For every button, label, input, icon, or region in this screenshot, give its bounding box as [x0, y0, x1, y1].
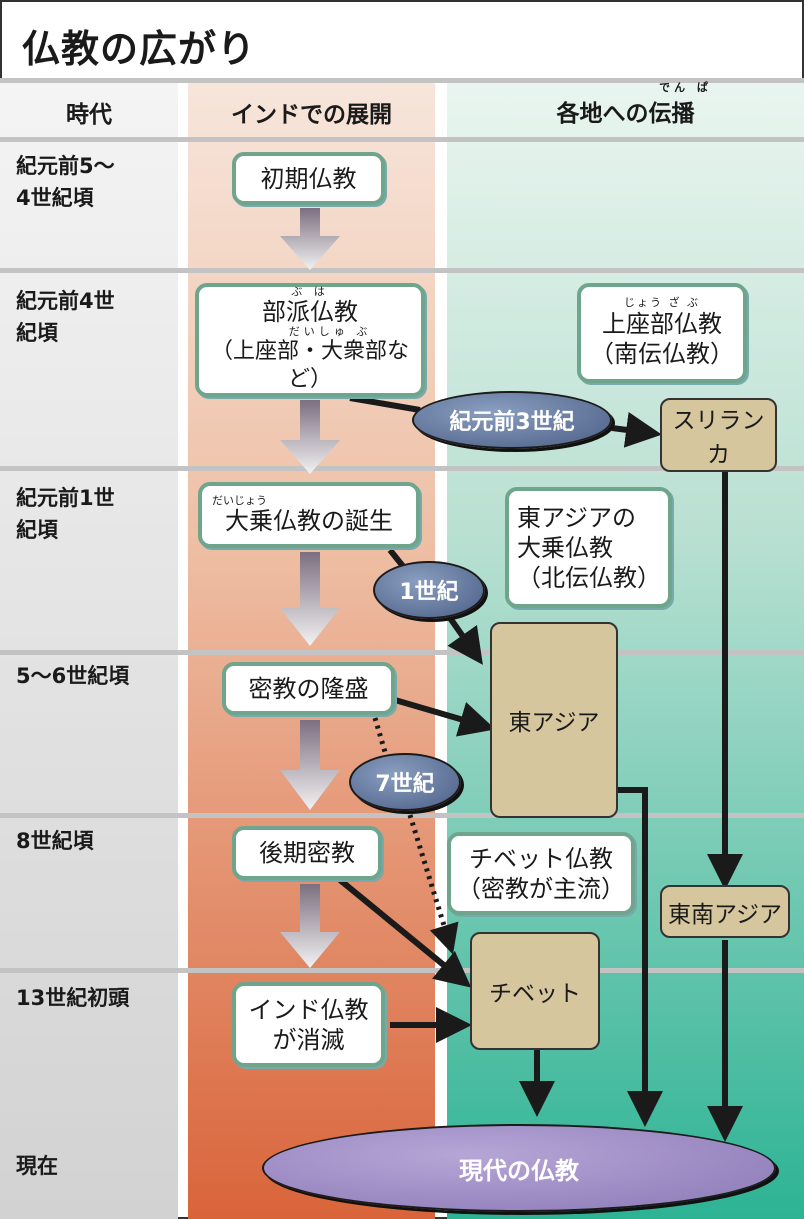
down-arrow — [280, 884, 340, 968]
header-spread-ruby: でん ぱ — [659, 81, 712, 94]
row-divider — [0, 968, 804, 973]
row-divider — [0, 650, 804, 655]
era-c1: 1世紀 — [373, 561, 485, 619]
place-east-asia: 東アジア — [490, 622, 618, 818]
period-label: 紀元前4世 紀頃 — [16, 289, 115, 345]
node-label: 大乗仏教の誕生 — [225, 507, 393, 535]
period-label: 紀元前5～ 4世紀頃 — [16, 154, 115, 210]
down-arrow — [280, 400, 340, 474]
node-early-buddhism: 初期仏教 — [232, 152, 385, 205]
arrow-eastasia-modern — [618, 787, 663, 1127]
node-mahayana: だいじょう 大乗仏教の誕生 — [198, 482, 420, 548]
ruby: ぶ は — [291, 285, 329, 298]
arrow-late-to-tibet — [338, 877, 472, 988]
place-southeast-asia: 東南アジア — [660, 885, 790, 938]
place-srilanka: スリランカ — [660, 398, 777, 472]
node-late-esoteric: 後期密教 — [232, 826, 382, 880]
down-arrow — [280, 552, 340, 646]
node-theravada: じょう ざ ぶ 上座部仏教 （南伝仏教） — [577, 283, 747, 383]
place-tibet: チベット — [470, 932, 600, 1050]
down-arrow — [280, 720, 340, 810]
era-c7: 7世紀 — [349, 753, 461, 811]
period-label: 13世紀初頭 — [16, 986, 130, 1010]
row-divider — [0, 466, 804, 471]
arrow-to-srilanka — [349, 395, 650, 433]
node-label: 初期仏教 — [260, 164, 357, 193]
arrow-esoteric-east-asia — [394, 697, 496, 737]
node-tibetan-buddhism: チベット仏教 （密教が主流） — [447, 832, 635, 915]
node-label: 東アジアの 大乗仏教 （北伝仏教） — [517, 503, 661, 592]
header-india: インドでの展開 — [231, 102, 392, 128]
node-esoteric: 密教の隆盛 — [222, 662, 395, 715]
ruby: だいじょう — [212, 494, 267, 507]
node-label: インド仏教 が消滅 — [248, 995, 369, 1054]
down-arrows — [280, 208, 340, 968]
node-sublabel: （上座部・大衆部など） — [210, 339, 409, 392]
node-label: 後期密教 — [259, 839, 355, 867]
dotted-arrow-tibet — [372, 717, 450, 945]
ruby: だいしゅ ぶ — [288, 325, 372, 338]
ruby: じょう ざ ぶ — [624, 296, 700, 309]
modern-buddhism: 現代の仏教 — [262, 1124, 776, 1212]
row-divider — [0, 137, 804, 142]
node-extinct: インド仏教 が消滅 — [232, 982, 385, 1067]
header-spread-label: 各地への伝播 — [556, 101, 695, 127]
row-divider — [0, 813, 804, 818]
node-label: 上座部仏教 — [602, 310, 722, 338]
node-label: 部派仏教 — [262, 298, 358, 326]
period-label: 紀元前1世 紀頃 — [16, 486, 115, 542]
header-spread: でん ぱ 各地への伝播 — [447, 82, 804, 128]
node-label: チベット仏教 （密教が主流） — [457, 844, 625, 903]
node-sectarian-buddhism: ぶ は 部派仏教 だいしゅ ぶ （上座部・大衆部など） — [195, 283, 425, 397]
down-arrow — [280, 208, 340, 270]
period-label: 8世紀頃 — [16, 829, 94, 853]
header-time: 時代 — [66, 102, 112, 128]
row-divider — [0, 268, 804, 273]
period-label: 現在 — [16, 1154, 58, 1178]
row-divider — [0, 78, 804, 83]
era-bc3: 紀元前3世紀 — [412, 391, 612, 449]
period-label: 5～6世紀頃 — [16, 664, 130, 688]
node-sublabel: （南伝仏教） — [590, 340, 734, 368]
node-label: 密教の隆盛 — [248, 674, 369, 703]
diagram-title: 仏教の広がり — [22, 27, 257, 71]
node-east-mahayana: 東アジアの 大乗仏教 （北伝仏教） — [505, 487, 672, 608]
